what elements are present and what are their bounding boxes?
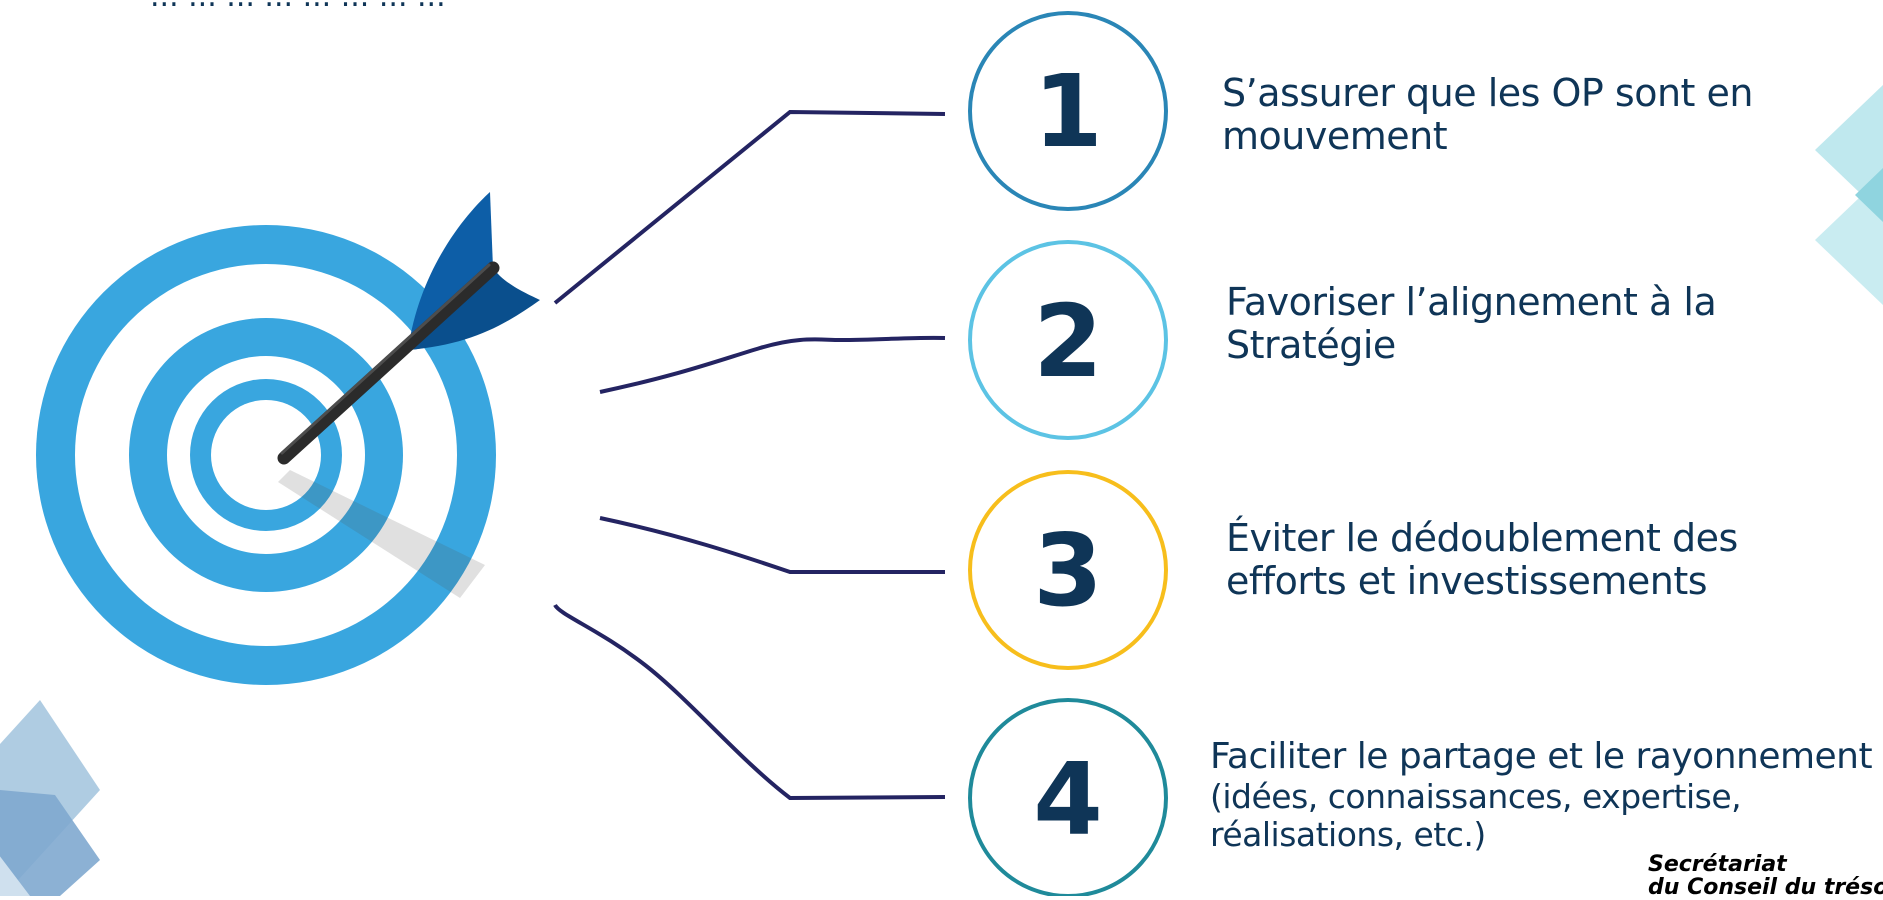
decor-diamonds-right	[1815, 85, 1883, 305]
objective-2-line2: Stratégie	[1226, 323, 1396, 367]
number-1: 1	[1033, 53, 1103, 170]
objective-4-line3: réalisations, etc.)	[1210, 815, 1486, 854]
connector-2	[599, 335, 946, 394]
connectors	[553, 109, 946, 801]
objective-3-line1: Éviter le dédoublement des	[1226, 516, 1738, 560]
decor-diamonds-left	[0, 700, 100, 896]
objective-1-line1: S’assurer que les OP sont en	[1222, 71, 1754, 115]
number-circle-4: 4	[968, 698, 1168, 896]
number-circle-2: 2	[968, 240, 1168, 440]
objective-3-line2: efforts et investissements	[1226, 559, 1708, 603]
objective-2-line1: Favoriser l’alignement à la	[1226, 280, 1717, 324]
objective-4-line2: (idées, connaissances, expertise,	[1210, 777, 1742, 816]
top-text-fragment: ... ... ... ... ... ... ... ...	[150, 0, 446, 14]
connector-3	[599, 516, 945, 574]
connector-4	[553, 603, 946, 801]
objective-3-text: Éviter le dédoublement des efforts et in…	[1226, 517, 1846, 603]
objective-4-line1: Faciliter le partage et le rayonnement	[1210, 736, 1873, 777]
connector-1	[553, 109, 946, 305]
objective-4-text: Faciliter le partage et le rayonnement (…	[1210, 735, 1875, 854]
number-2: 2	[1033, 283, 1103, 400]
footer-logo-line2: du Conseil du trésor	[1648, 875, 1883, 900]
objective-2-text: Favoriser l’alignement à la Stratégie	[1226, 281, 1846, 367]
target-bullseye	[211, 400, 321, 510]
objective-1-line2: mouvement	[1222, 114, 1448, 158]
objective-1-text: S’assurer que les OP sont en mouvement	[1222, 72, 1842, 158]
number-4: 4	[1033, 741, 1103, 858]
target-graphic	[36, 225, 496, 685]
number-circle-3: 3	[968, 470, 1168, 670]
number-circle-1: 1	[968, 11, 1168, 211]
footer-logo-line1: Secrétariat	[1648, 852, 1787, 877]
number-3: 3	[1033, 512, 1103, 629]
arrow-icon	[277, 192, 540, 598]
